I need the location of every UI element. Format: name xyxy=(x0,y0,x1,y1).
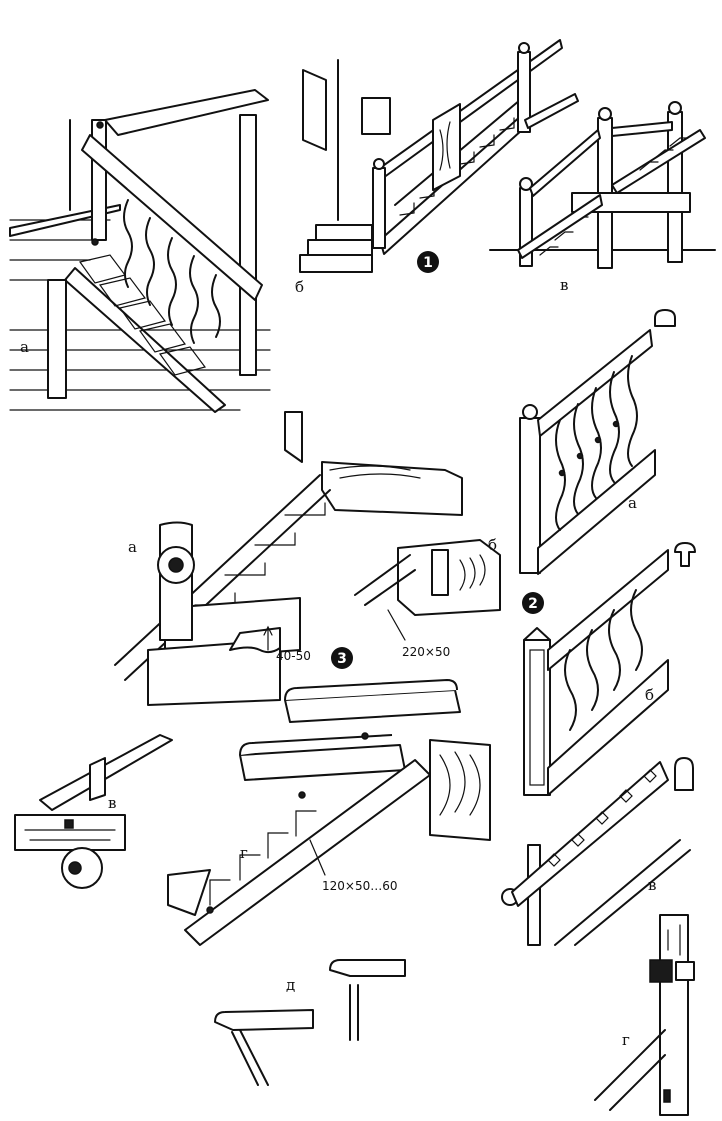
fig3a-stringer-stair: а 40-50 xyxy=(114,411,463,706)
fig3b-stringer-section: б 220×50 xyxy=(354,536,501,659)
fig1-label-v: в xyxy=(560,276,568,294)
fig3-label-a: а xyxy=(128,538,137,556)
fig2-label-v: в xyxy=(648,876,656,894)
fig3-label-d: д xyxy=(286,976,295,994)
fig2b-flat-balusters: б xyxy=(523,542,696,796)
figure-3-badge: 3 xyxy=(331,647,353,669)
fig2-label-b: б xyxy=(645,686,654,704)
dim-stringer-section: 220×50 xyxy=(402,645,450,659)
fig1a-staircase-balusters: а xyxy=(9,89,271,413)
fig1-label-b: б xyxy=(295,278,304,296)
figure-3-number: 3 xyxy=(337,651,347,667)
fig3-label-g: г xyxy=(240,844,248,862)
fig2-label-a: а xyxy=(628,494,637,512)
fig3-label-b: б xyxy=(488,536,497,554)
dim-tread-thickness: 40-50 xyxy=(276,649,311,663)
figure-1-number: 1 xyxy=(423,255,433,271)
figure-2-number: 2 xyxy=(528,596,538,612)
fig1b-straight-flight: б xyxy=(295,39,579,296)
fig2v-decorative-stringer: в xyxy=(501,761,691,946)
figure-2-badge: 2 xyxy=(522,592,544,614)
fig3-label-v: в xyxy=(108,794,116,812)
fig1v-landing-stair: в xyxy=(489,101,716,294)
fig2a-turned-balusters: а xyxy=(519,309,676,575)
fig3v-stringer-on-beam: в xyxy=(14,734,173,889)
fig3d-nosing-profiles: д xyxy=(214,959,406,1086)
fig3g-sawtooth-stringer: г 120×50…60 xyxy=(167,679,491,946)
fig1-label-a: а xyxy=(20,338,29,356)
dim-stringer-sawtooth: 120×50…60 xyxy=(322,879,398,893)
fig2-label-g: г xyxy=(622,1031,630,1049)
fig2g-post-joint: г xyxy=(594,914,695,1116)
figure-1-badge: 1 xyxy=(417,251,439,273)
